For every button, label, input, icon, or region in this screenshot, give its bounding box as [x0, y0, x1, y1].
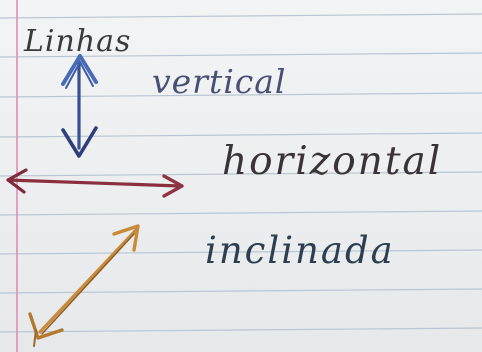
page-title: Linhas	[24, 24, 132, 59]
label-vertical: vertical	[152, 62, 287, 101]
label-horizontal: horizontal	[222, 139, 443, 184]
label-inclinada: inclinada	[205, 229, 395, 272]
